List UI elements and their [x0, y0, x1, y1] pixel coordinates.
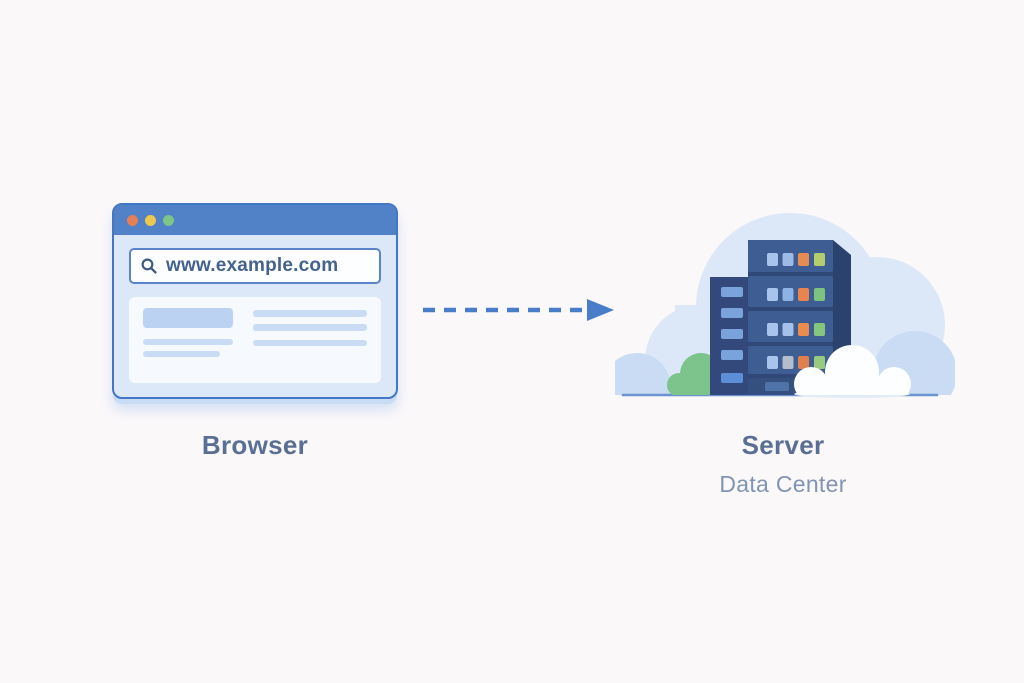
server-illustration	[615, 213, 955, 398]
server-tower-left	[710, 277, 755, 395]
url-text: www.example.com	[166, 255, 339, 276]
white-cloud	[794, 345, 911, 395]
window-dot-green-icon	[163, 214, 174, 226]
placeholder-line	[143, 339, 233, 345]
data-center-sublabel: Data Center	[719, 471, 847, 497]
placeholder-line	[252, 340, 367, 346]
search-icon	[141, 258, 157, 274]
left-tower-vents	[721, 287, 743, 360]
placeholder-line	[252, 310, 367, 317]
tower-bottom-slot	[765, 382, 789, 391]
server-label: Server	[741, 430, 825, 460]
placeholder-column-left	[143, 308, 233, 372]
placeholder-block	[143, 308, 233, 328]
window-dot-yellow-icon	[145, 214, 156, 226]
browser-label: Browser	[201, 430, 309, 460]
placeholder-column-right	[252, 308, 367, 372]
request-arrow	[423, 299, 614, 321]
browser-titlebar	[114, 205, 396, 235]
rack-indicators-row3	[767, 323, 825, 336]
browser-window-illustration: www.example.com	[112, 203, 398, 399]
window-dot-red-icon	[127, 214, 138, 226]
left-tower-vent-bright	[721, 373, 743, 383]
arrow-head	[587, 299, 614, 321]
page-content-placeholder	[129, 297, 381, 383]
rack-indicators-row4	[767, 356, 825, 369]
placeholder-line	[143, 351, 221, 357]
address-bar: www.example.com	[129, 248, 381, 284]
rack-indicators-row1	[767, 253, 825, 266]
placeholder-line	[252, 324, 367, 331]
rack-indicators-row2	[767, 288, 825, 301]
server-label-group: Server Data Center	[633, 430, 933, 498]
